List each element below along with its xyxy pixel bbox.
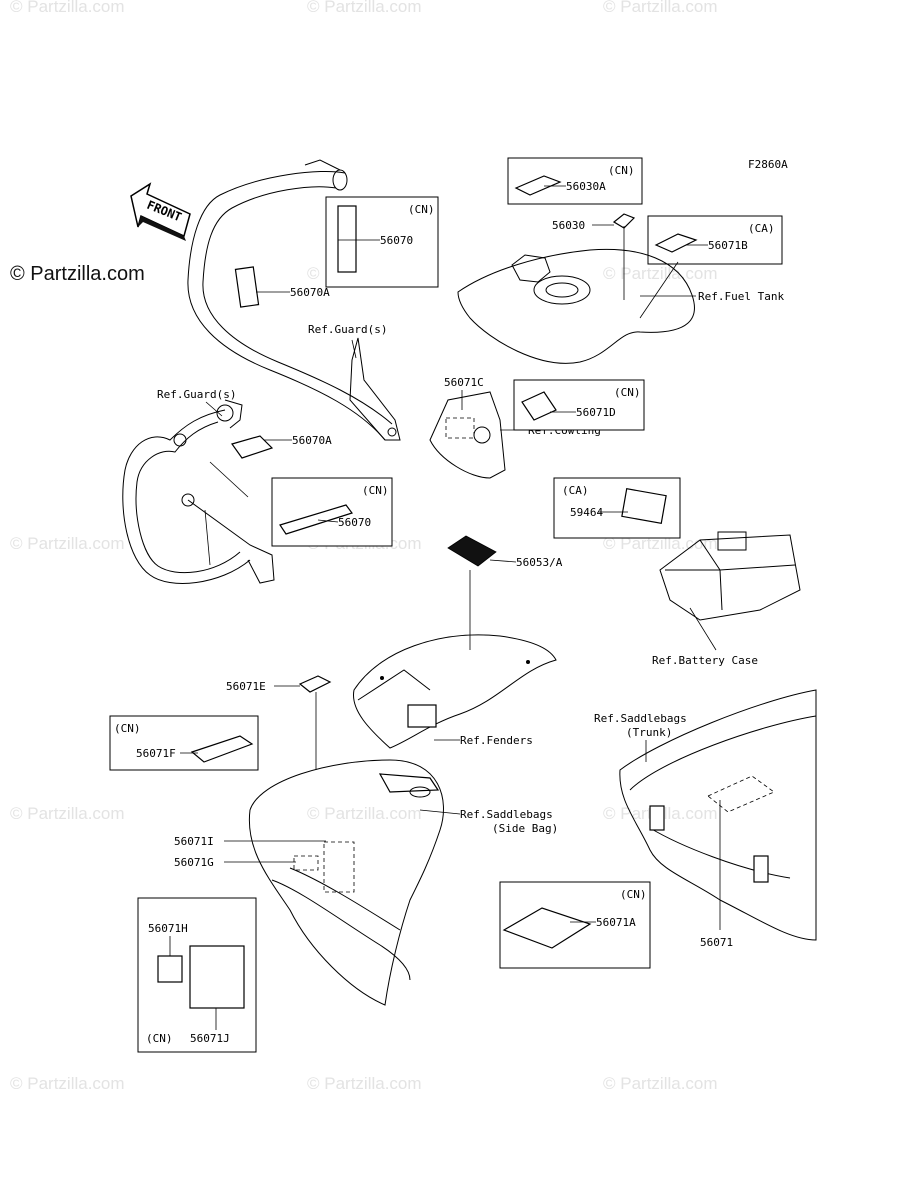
ref-saddlebags-side-2: (Side Bag): [492, 822, 558, 835]
callout-59464: 59464: [570, 506, 603, 519]
watermark: © Partzilla.com: [307, 1074, 422, 1093]
upper-guard-part: [187, 159, 401, 441]
fender-part: [353, 634, 557, 749]
callout-56053: 56053/A: [516, 556, 563, 569]
region-tag: (CN): [614, 386, 641, 399]
watermark: © Partzilla.com: [603, 264, 718, 283]
watermark: © Partzilla.com: [603, 0, 718, 16]
lower-guard-part: [122, 399, 275, 584]
region-tag: (CN): [362, 484, 389, 497]
callout-56030: 56030: [552, 219, 585, 232]
watermark: © Partzilla.com: [603, 1074, 718, 1093]
callout-56071A: 56071A: [596, 916, 636, 929]
callout-box-56071D: [513, 379, 645, 431]
callout-56071: 56071: [700, 936, 733, 949]
callout-56071G: 56071G: [174, 856, 214, 869]
ref-fenders: Ref.Fenders: [460, 734, 533, 747]
ref-saddlebags-trunk-2: (Trunk): [626, 726, 672, 739]
callout-56070-low: 56070: [338, 516, 371, 529]
ref-guard-left: Ref.Guard(s): [157, 388, 236, 401]
region-tag: (CN): [146, 1032, 173, 1045]
callout-56071I: 56071I: [174, 835, 214, 848]
callout-56070-top: 56070: [380, 234, 413, 247]
battery-case-part: [659, 531, 801, 651]
region-tag: (CN): [608, 164, 635, 177]
label-56070A-low: [231, 435, 274, 459]
label-56070A-top: [234, 266, 260, 308]
watermark: © Partzilla.com: [10, 804, 125, 823]
callout-56071B: 56071B: [708, 239, 748, 252]
watermark: © Partzilla.com: [10, 1074, 125, 1093]
region-tag: (CA): [748, 222, 775, 235]
ref-battery-case: Ref.Battery Case: [652, 654, 758, 667]
callout-56070A-top: 56070A: [290, 286, 330, 299]
callout-56071F: 56071F: [136, 747, 176, 760]
fuel-tank-part: [457, 226, 695, 364]
figure-code: F2860A: [748, 158, 788, 171]
trunk-part: [619, 689, 817, 941]
region-tag: (CN): [114, 722, 141, 735]
callout-56071H: 56071H: [148, 922, 188, 935]
ref-saddlebags-trunk-1: Ref.Saddlebags: [594, 712, 687, 725]
region-tag: (CA): [562, 484, 589, 497]
label-56053: [447, 535, 497, 567]
callout-56071J: 56071J: [190, 1032, 230, 1045]
callout-56030A: 56030A: [566, 180, 606, 193]
region-tag: (CN): [620, 888, 647, 901]
region-tag: (CN): [408, 203, 435, 216]
callout-56071C: 56071C: [444, 376, 484, 389]
front-arrow-icon: FRONT: [130, 182, 191, 241]
side-bag-part: [248, 759, 444, 1006]
site-mark: © Partzilla.com: [10, 263, 145, 285]
callout-56071D: 56071D: [576, 406, 616, 419]
ref-fuel-tank: Ref.Fuel Tank: [698, 290, 784, 303]
watermark: © Partzilla.com: [10, 0, 125, 16]
callout-box-56030A: [507, 157, 643, 205]
callout-56071E: 56071E: [226, 680, 266, 693]
ref-saddlebags-side-1: Ref.Saddlebags: [460, 808, 553, 821]
callout-56070A-low: 56070A: [292, 434, 332, 447]
ref-guard-top: Ref.Guard(s): [308, 323, 387, 336]
watermark: © Partzilla.com: [307, 804, 422, 823]
watermark: © Partzilla.com: [10, 534, 125, 553]
cowling-part: [429, 391, 506, 479]
watermark: © Partzilla.com: [307, 0, 422, 16]
